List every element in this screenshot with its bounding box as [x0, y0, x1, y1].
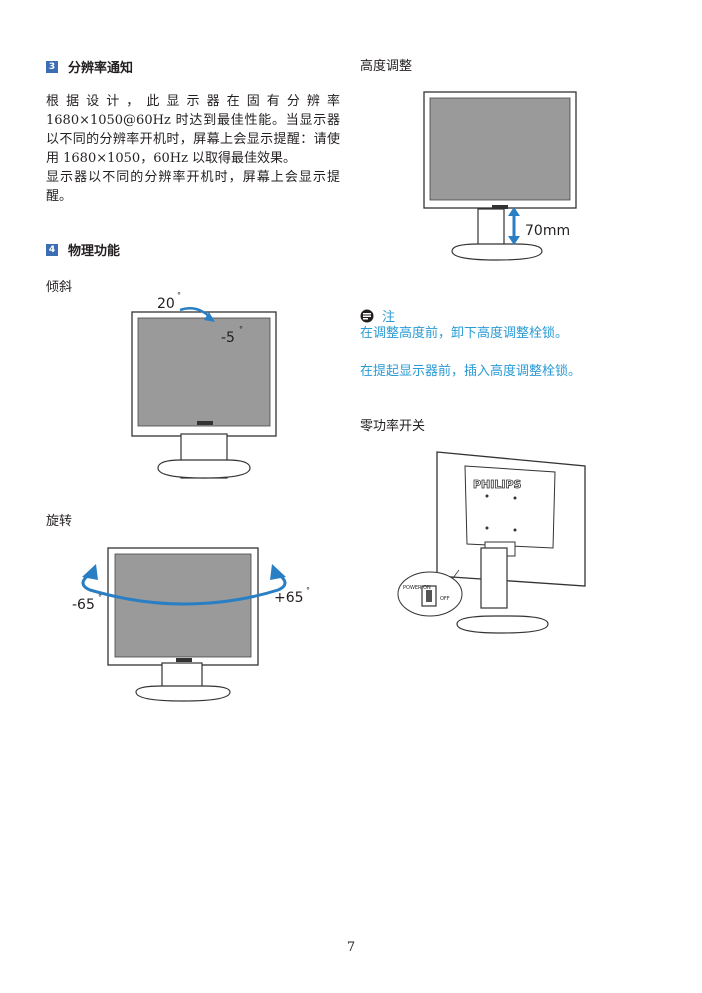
power-switch-callout: POWER ON OFF	[397, 569, 463, 617]
degree-symbol: °	[306, 586, 310, 595]
section-number-badge: 3	[46, 60, 58, 73]
swivel-illustration: -65 ° +65 °	[72, 547, 310, 702]
height-illustration: 70mm	[423, 91, 577, 261]
note-icon	[360, 309, 374, 322]
switch-on-text: POWER ON	[403, 585, 431, 591]
swivel-label: 旋转	[46, 514, 73, 529]
resolution-paragraph: 根据设计，此显示器在固有分辨率 1680×1050@60Hz 时达到最佳性能。当…	[46, 92, 340, 206]
note-heading: 注	[360, 306, 395, 325]
power-switch-illustration: PHILIPS POWER ON OFF	[397, 451, 586, 634]
tilt-angle-up: 20	[157, 296, 175, 312]
tilt-label: 倾斜	[46, 280, 73, 295]
back-brand-logo: PHILIPS	[473, 478, 522, 491]
page-number: 7	[346, 940, 356, 955]
power-switch-label: 零功率开关	[360, 419, 426, 434]
degree-symbol: °	[177, 291, 181, 300]
tilt-arrow-head	[204, 312, 215, 322]
height-arrow-down	[508, 236, 520, 245]
note-line-2: 在提起显示器前，插入高度调整栓锁。	[360, 364, 582, 379]
height-arrow-up	[508, 207, 520, 216]
note-title: 注	[382, 310, 396, 325]
swivel-arrow	[81, 572, 287, 606]
height-value: 70mm	[525, 223, 570, 239]
resolution-note-paragraph: 显示器以不同的分辨率开机时，屏幕上会显示提醒。	[46, 170, 340, 204]
resolution-body: 1680×1050@60Hz 时达到最佳性能。当显示器以不同的分辨率开机时，屏幕…	[46, 113, 340, 166]
monitor-front	[423, 91, 577, 261]
monitor-back: PHILIPS	[436, 451, 586, 634]
swivel-angle-left: -65	[72, 597, 95, 613]
note-line-1: 在调整高度前，卸下高度调整栓锁。	[360, 326, 569, 341]
resolution-line-1: 根据设计，此显示器在固有分辨率	[46, 94, 340, 109]
swivel-arrow-head-left	[82, 564, 98, 580]
switch-off-text: OFF	[440, 596, 450, 602]
height-label: 高度调整	[360, 59, 413, 74]
degree-symbol: °	[239, 325, 243, 334]
swivel-angle-right: +65	[274, 590, 304, 606]
tilt-illustration: 20 ° -5 °	[131, 291, 277, 479]
section-number-badge: 4	[46, 243, 58, 256]
section-4-heading: 4 物理功能	[46, 240, 120, 259]
monitor-front	[107, 547, 259, 702]
degree-symbol: °	[98, 593, 102, 602]
section-title: 物理功能	[68, 244, 121, 259]
section-title: 分辨率通知	[68, 61, 134, 76]
tilt-angle-down: -5	[221, 330, 235, 346]
monitor-front	[131, 311, 277, 479]
section-3-heading: 3 分辨率通知	[46, 57, 133, 76]
swivel-arrow-head-right	[270, 564, 286, 580]
